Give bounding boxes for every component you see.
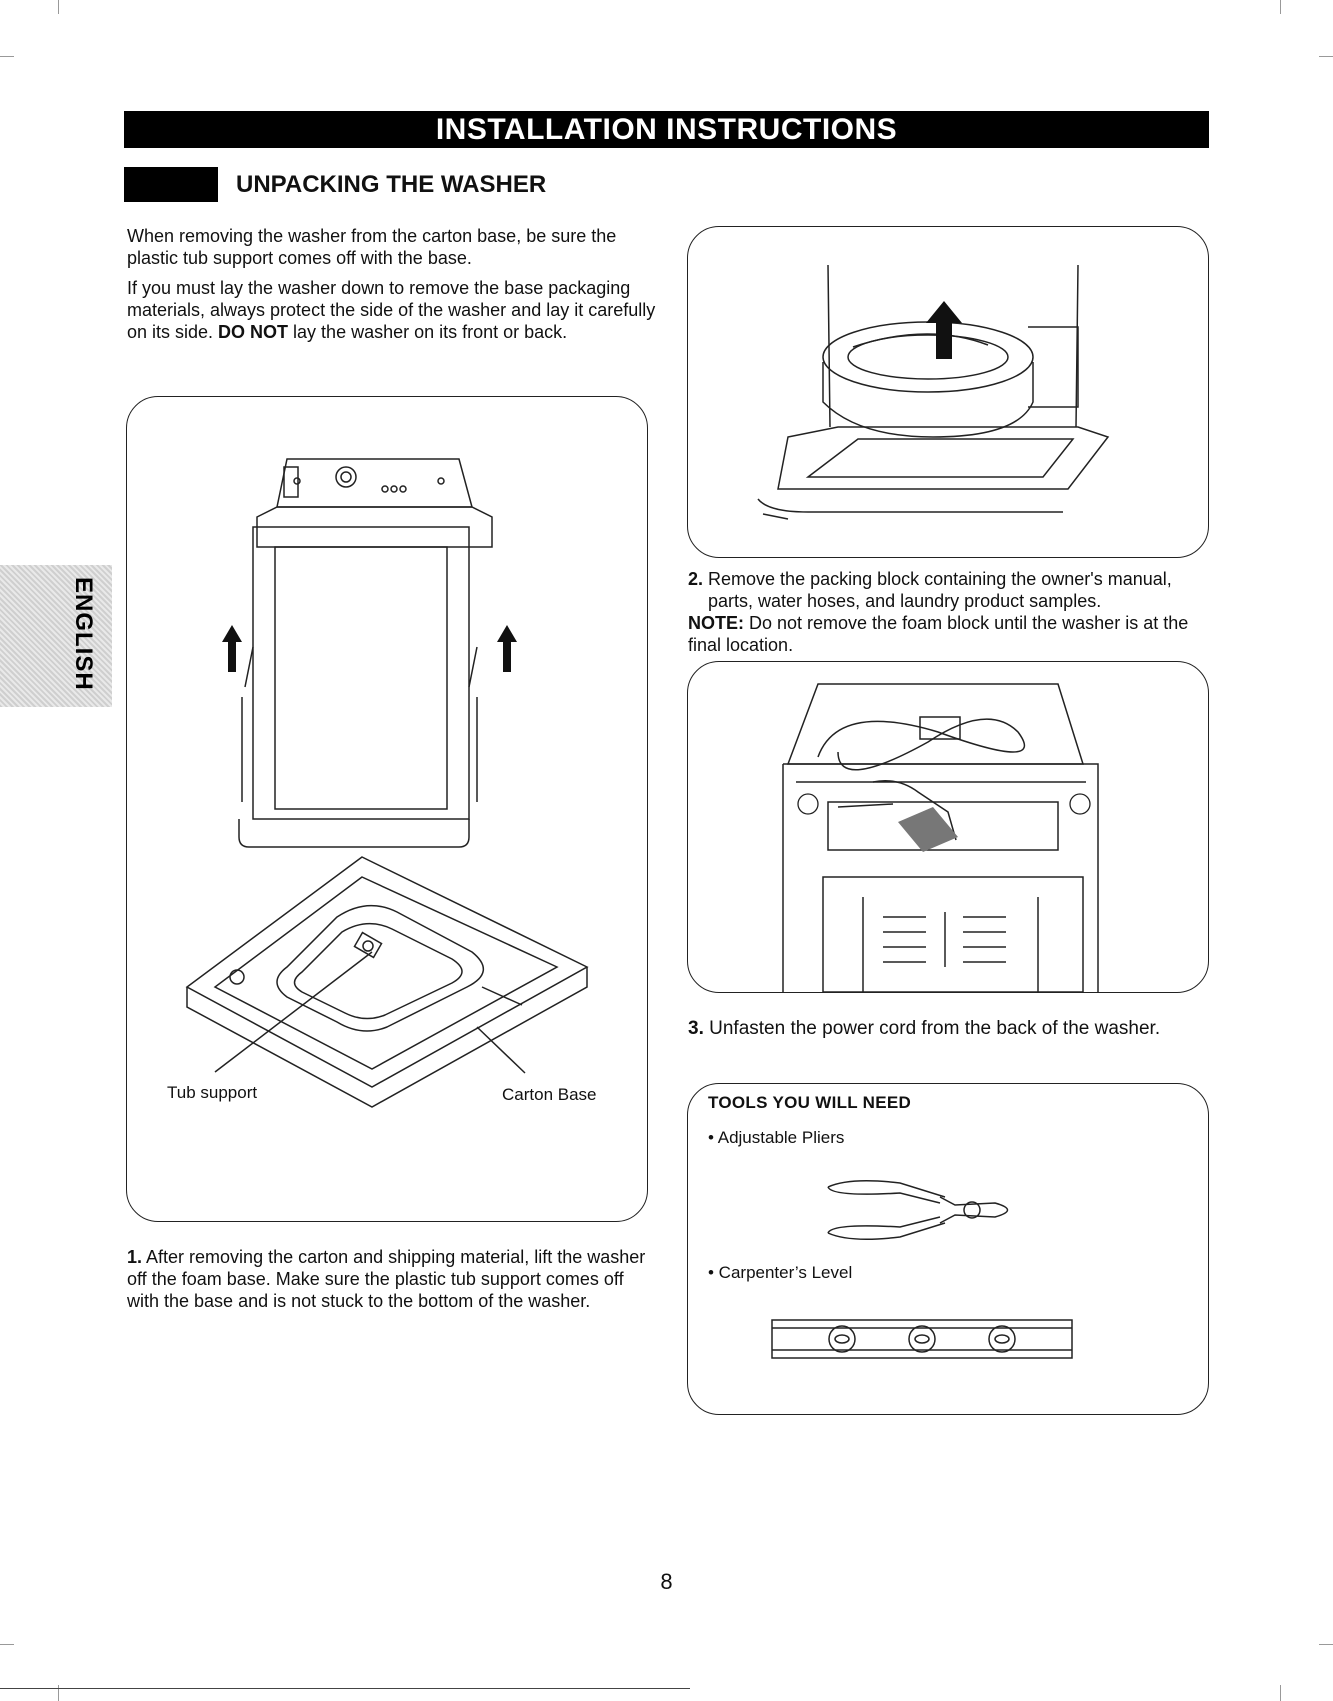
crop-mark bbox=[1280, 0, 1281, 14]
intro-paragraph-2: If you must lay the washer down to remov… bbox=[127, 277, 667, 343]
figure-tub-removal bbox=[687, 226, 1209, 558]
language-tab bbox=[0, 565, 112, 707]
tool-item-pliers: • Adjustable Pliers bbox=[708, 1128, 845, 1147]
step-1-text: After removing the carton and shipping m… bbox=[127, 1247, 646, 1311]
intro-p2-before: If you must lay the washer down to remov… bbox=[127, 278, 656, 342]
step-3: 3. Unfasten the power cord from the back… bbox=[688, 1018, 1218, 1040]
step-2-note: NOTE: Do not remove the foam block until… bbox=[688, 612, 1208, 656]
label-tub-support: Tub support bbox=[167, 1083, 258, 1102]
intro-text: When removing the washer from the carton… bbox=[127, 225, 667, 351]
intro-p2-after: lay the washer on its front or back. bbox=[288, 322, 568, 342]
tools-title: TOOLS YOU WILL NEED bbox=[708, 1093, 912, 1112]
intro-p2-warning: DO NOT bbox=[218, 322, 289, 342]
figure-power-cord bbox=[687, 661, 1209, 993]
figure-washer-carton-base: Tub support Carton Base bbox=[126, 396, 648, 1222]
tools-panel bbox=[687, 1083, 1209, 1415]
power-cord-illustration bbox=[782, 683, 1099, 992]
intro-paragraph-1: When removing the washer from the carton… bbox=[127, 226, 617, 268]
step-2: 2. Remove the packing block containing t… bbox=[688, 568, 1208, 656]
step-1: 1. After removing the carton and shippin… bbox=[127, 1246, 647, 1312]
step-2-note-label: NOTE: bbox=[688, 613, 744, 633]
step-2-note-text: Do not remove the foam block until the w… bbox=[688, 613, 1189, 655]
tool-item-level: • Carpenter’s Level bbox=[708, 1263, 853, 1282]
crop-mark bbox=[1319, 1644, 1333, 1645]
page-number: 8 bbox=[660, 1569, 673, 1594]
step-2-body: 2. Remove the packing block containing t… bbox=[688, 568, 1208, 612]
step-3-number: 3. bbox=[688, 1018, 704, 1039]
crop-mark bbox=[0, 1644, 14, 1645]
crop-mark bbox=[1319, 56, 1333, 57]
label-carton-base: Carton Base bbox=[502, 1085, 597, 1104]
crop-mark bbox=[0, 56, 14, 57]
tub-removal-illustration bbox=[757, 264, 1110, 520]
step-2-text: Remove the packing block containing the … bbox=[708, 569, 1172, 611]
crop-mark bbox=[58, 0, 59, 14]
section-marker bbox=[124, 167, 218, 202]
section-title: UNPACKING THE WASHER bbox=[236, 171, 547, 198]
page-header: INSTALLATION INSTRUCTIONS bbox=[124, 111, 1209, 148]
washer-illustration bbox=[185, 458, 589, 1108]
step-2-number: 2. bbox=[688, 569, 704, 589]
bottom-rule bbox=[0, 1688, 690, 1689]
language-tab-label: ENGLISH bbox=[70, 577, 97, 691]
level-icon bbox=[771, 1319, 1073, 1359]
step-1-number: 1. bbox=[127, 1247, 143, 1267]
pliers-icon bbox=[827, 1180, 1009, 1240]
crop-mark bbox=[58, 1685, 59, 1701]
step-3-text: Unfasten the power cord from the back of… bbox=[709, 1018, 1161, 1039]
crop-mark bbox=[1280, 1685, 1281, 1701]
